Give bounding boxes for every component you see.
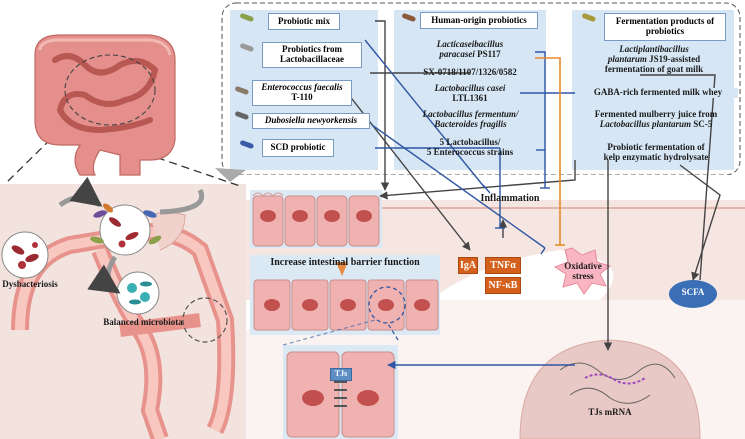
barrier-arrow bbox=[336, 262, 348, 276]
tjs-chip: TJs bbox=[330, 368, 352, 381]
lactobacillaceae-label: Probiotics from Lactobacillaceae bbox=[280, 44, 344, 64]
kelp-line2: kelp enzymatic hydrolysate bbox=[603, 151, 709, 162]
enterococcus-label: Enterococcus faecalis bbox=[261, 82, 343, 93]
mulberry-line1: Fermented mulberry juice from bbox=[594, 109, 718, 119]
balanced-microbiota-label: Balanced microbiota bbox=[88, 317, 198, 328]
epithelium-bottom bbox=[253, 279, 439, 331]
l-paracasei-species: paracasei bbox=[439, 48, 475, 59]
lp-line2: plantarum bbox=[607, 53, 647, 64]
l-paracasei-text: Lacticaseibacillus paracasei PS117 bbox=[410, 39, 530, 60]
human-origin-title-text: Human-origin probiotics bbox=[431, 14, 527, 25]
inhibition-lines bbox=[364, 39, 575, 255]
balanced-microbiota-text: Balanced microbiota bbox=[103, 317, 183, 327]
dysbacteriosis-text: Dysbacteriosis bbox=[2, 279, 58, 289]
tnf-text: TNFα bbox=[490, 260, 516, 271]
oxidative-line2: stress bbox=[572, 270, 594, 281]
l-casei-label: Lactobacillus casei bbox=[434, 83, 506, 93]
bacteroides-label: Bacteroides fragilis bbox=[434, 118, 507, 129]
nfkb-text: NF-κB bbox=[488, 280, 518, 291]
tjs-text: TJs bbox=[334, 369, 348, 379]
scd-probiotic-box: SCD probiotic bbox=[262, 139, 334, 157]
scfa-node bbox=[669, 280, 717, 308]
intestine-illustration bbox=[34, 34, 176, 176]
dysbacteriosis-label: Dysbacteriosis bbox=[0, 279, 60, 290]
kelp-text: Probiotic fermentation of kelp enzymatic… bbox=[576, 142, 736, 163]
oxidative-burst bbox=[553, 247, 612, 295]
enterococcus-box: Enterococcus faecalis T-110 bbox=[252, 80, 352, 106]
fermentation-title-text: Fermentation products of probiotics bbox=[615, 16, 715, 36]
l-paracasei-strain: PS117 bbox=[477, 48, 501, 59]
five-strains-text: 5 Lactobacillus/ 5 Enterococcus strains bbox=[405, 137, 535, 158]
nfkb-chip: NF-κB bbox=[485, 277, 521, 294]
five-entero-label: 5 Enterococcus strains bbox=[426, 146, 514, 157]
dysbacteriosis-circle bbox=[1, 231, 49, 279]
fermentum-text: Lactobacillus fermentum/ Bacteroides fra… bbox=[398, 109, 543, 130]
lp-strain: JS19-assisted bbox=[649, 53, 701, 64]
dubosiella-label: Dubosiella newyorkensis bbox=[264, 115, 358, 126]
scfa-text: SCFA bbox=[681, 287, 705, 297]
scfa-label: SCFA bbox=[676, 287, 710, 298]
lp-js19-text: Lactiplantibacillus plantarum JS19-assis… bbox=[576, 44, 732, 75]
human-origin-panel bbox=[394, 10, 546, 170]
mulberry-species: Lactobacillus plantarum bbox=[599, 118, 691, 129]
sx-strains-text: SX-0718/1107/1326/0582 bbox=[395, 67, 545, 78]
sx-strains-label: SX-0718/1107/1326/0582 bbox=[423, 67, 517, 77]
epithelium-top bbox=[252, 192, 380, 247]
inflammation-text: Inflammation bbox=[480, 193, 540, 204]
probiotic-mix-box: Probiotic mix bbox=[268, 13, 340, 30]
oxidative-label: Oxidative stress bbox=[553, 261, 613, 282]
tjs-mrna-text: TJs mRNA bbox=[588, 407, 632, 417]
l-casei-strain: LTL1361 bbox=[452, 92, 488, 103]
scd-probiotic-label: SCD probiotic bbox=[270, 142, 326, 153]
probiotic-icons bbox=[235, 13, 596, 149]
balanced-microbiota-circle bbox=[116, 271, 160, 315]
iga-chip: IgA bbox=[458, 257, 478, 274]
gut-microbes-circle bbox=[90, 203, 162, 256]
enterococcus-strain: T-110 bbox=[291, 92, 313, 102]
barrier-text: Increase intestinal barrier function bbox=[270, 257, 420, 268]
oxidative-line1: Oxidative bbox=[564, 261, 602, 271]
lp-line1: Lactiplantibacillus bbox=[619, 44, 689, 54]
fermentation-title: Fermentation products of probiotics bbox=[604, 13, 726, 41]
gaba-label: GABA-rich fermented milk whey bbox=[593, 87, 723, 97]
tjs-mrna-label: TJs mRNA bbox=[580, 407, 640, 418]
l-casei-text: Lactobacillus casei LTL1361 bbox=[410, 83, 530, 104]
lp-line3: fermentation of goat milk bbox=[604, 63, 704, 74]
iga-text: IgA bbox=[459, 260, 477, 271]
inflammation-label: Inflammation bbox=[470, 193, 550, 204]
gaba-text: GABA-rich fermented milk whey bbox=[578, 87, 738, 98]
tnf-chip: TNFα bbox=[485, 257, 521, 274]
l-paracasei-genus: Lacticaseibacillus bbox=[436, 39, 504, 49]
mulberry-text: Fermented mulberry juice from Lactobacil… bbox=[576, 109, 736, 130]
five-lacto-label: 5 Lactobacillus/ bbox=[439, 137, 501, 147]
lactobacillaceae-box: Probiotics from Lactobacillaceae bbox=[262, 42, 362, 68]
tj-zoom-cells bbox=[286, 351, 395, 438]
barrier-label: Increase intestinal barrier function bbox=[255, 257, 435, 268]
dubosiella-box: Dubosiella newyorkensis bbox=[252, 113, 370, 129]
human-origin-title: Human-origin probiotics bbox=[420, 12, 538, 29]
fermentum-label: Lactobacillus fermentum/ bbox=[422, 109, 519, 119]
mulberry-strain: SC-5 bbox=[693, 118, 713, 129]
probiotic-mix-label: Probiotic mix bbox=[277, 15, 331, 26]
kelp-line1: Probiotic fermentation of bbox=[607, 142, 705, 152]
